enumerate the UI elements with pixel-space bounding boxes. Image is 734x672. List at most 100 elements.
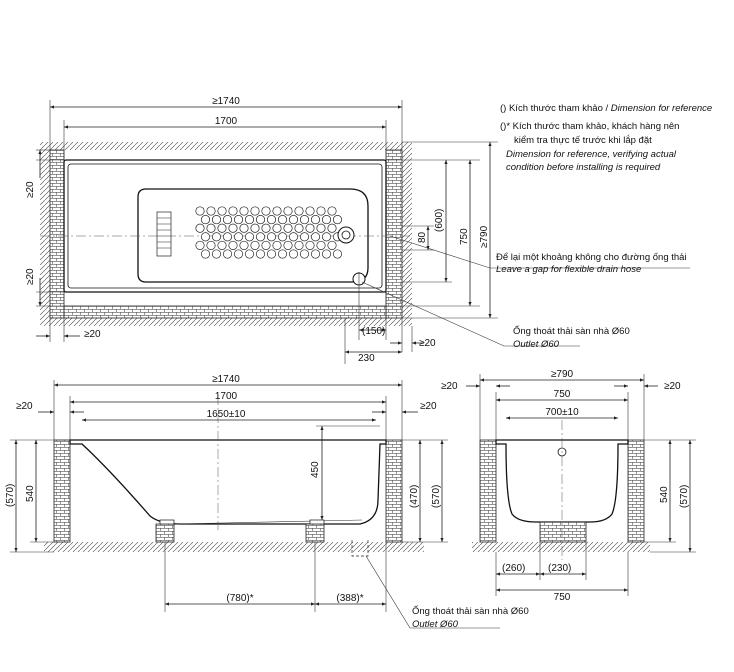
front-clear-right: ≥20 [420,401,437,412]
anti-slip-dot [222,249,233,259]
anti-slip-dot [228,223,238,233]
anti-slip-dot [316,206,326,216]
anti-slip-dot [195,206,205,216]
front-depth: 450 [310,461,321,478]
top-length-dim: 1700 [215,116,238,127]
front-height: 540 [25,485,36,502]
anti-slip-dot [228,240,238,250]
front-inner-dim: 1650±10 [207,409,246,420]
side-total-height: (570) [679,485,690,508]
top-outlet-callout-vi: Ống thoát thải sàn nhà Ø60 [513,325,630,337]
anti-slip-dot [272,223,282,233]
anti-slip-dot [327,206,337,216]
front-outlet-callout-vi: Ống thoát thải sàn nhà Ø60 [412,605,529,617]
top-drain-x: (150) [362,326,385,337]
anti-slip-dot [255,215,266,225]
anti-slip-dot [321,249,332,259]
side-clear-left: ≥20 [441,381,458,392]
anti-slip-dot [217,206,227,216]
anti-slip-dot [211,232,222,242]
legend-star-vi-1: ()* Kích thước tham khảo, khách hàng nên [500,121,679,132]
legend-ref-en: Dimension for reference [611,103,712,114]
anti-slip-dot [294,206,304,216]
anti-slip-dot [228,206,238,216]
anti-slip-dot [200,232,211,242]
anti-slip-dot [310,232,321,242]
anti-slip-dot [277,232,288,242]
anti-slip-dot [283,206,293,216]
anti-slip-dot [299,249,310,259]
anti-slip-dot [255,249,266,259]
side-overall-dim: ≥790 [551,369,574,380]
anti-slip-dot [310,249,321,259]
legend-star-en-2: condition before installing is required [506,162,661,173]
anti-slip-dot [195,240,205,250]
top-drain-offset: (600) [434,209,445,232]
anti-slip-dot [327,240,337,250]
anti-slip-dot [239,240,249,250]
anti-slip-dot [272,206,282,216]
anti-slip-dot [332,215,343,225]
top-width-overall-dim: ≥790 [479,225,490,248]
anti-slip-dot [327,223,337,233]
top-overall-dim: ≥1740 [212,96,240,107]
anti-slip-dot [255,232,266,242]
anti-slip-dot [244,249,255,259]
front-foot-span: (780)* [226,593,253,604]
anti-slip-dot [321,215,332,225]
side-foot-left: (260) [502,563,525,574]
anti-slip-dot [250,240,260,250]
anti-slip-dot [277,249,288,259]
anti-slip-dot [277,215,288,225]
anti-slip-dot [288,232,299,242]
anti-slip-dot [233,249,244,259]
anti-slip-dot [239,223,249,233]
anti-slip-dot [195,223,205,233]
anti-slip-dot [261,223,271,233]
front-right-height: (470) [409,485,420,508]
anti-slip-dot [316,240,326,250]
anti-slip-dot [206,240,216,250]
anti-slip-dot [211,215,222,225]
front-drain-span: (388)* [336,593,363,604]
top-clear-right: ≥20 [419,338,436,349]
anti-slip-dot [305,206,315,216]
side-inner-dim: 700±10 [545,407,579,418]
anti-slip-dot [217,240,227,250]
anti-slip-dot [294,240,304,250]
side-foot-right: (230) [548,563,571,574]
side-width-dim: 750 [554,389,571,400]
anti-slip-dot [244,215,255,225]
front-length-dim: 1700 [215,391,238,402]
legend-star-vi-2: kiểm tra thực tế trước khi lắp đặt [514,135,652,146]
anti-slip-dot [266,232,277,242]
anti-slip-dot [200,215,211,225]
gap-callout-en: Leave a gap for flexible drain hose [496,264,641,275]
anti-slip-dot [222,215,233,225]
anti-slip-dot [261,206,271,216]
anti-slip-dot [310,215,321,225]
front-view: ≥1740 1700 1650±10 ≥20 ≥20 (570) 540 450… [5,374,500,629]
anti-slip-dot [294,223,304,233]
anti-slip-dot [272,240,282,250]
gap-callout-vi: Để lại một khoảng không cho đường ống th… [496,252,687,263]
front-clear-left: ≥20 [16,401,33,412]
top-drain-x2: 230 [358,353,375,364]
anti-slip-dot [288,215,299,225]
top-clear-bottom: ≥20 [84,329,101,340]
front-right-total: (570) [431,485,442,508]
anti-slip-dot [321,232,332,242]
anti-slip-dot [217,223,227,233]
anti-slip-dot [266,249,277,259]
anti-slip-dot [305,240,315,250]
anti-slip-dot [283,223,293,233]
top-view: ≥1740 1700 ≥20 ≥20 ≥20 (150) 230 ≥20 [25,96,690,364]
legend: () Kích thước tham khảo / Dimension for … [500,103,712,173]
anti-slip-dot [299,215,310,225]
top-clear-left-bottom: ≥20 [25,268,36,285]
side-base-dim: 750 [554,592,571,603]
anti-slip-dot [206,206,216,216]
front-outlet-callout-en: Outlet Ø60 [412,619,459,630]
anti-slip-dot [211,249,222,259]
